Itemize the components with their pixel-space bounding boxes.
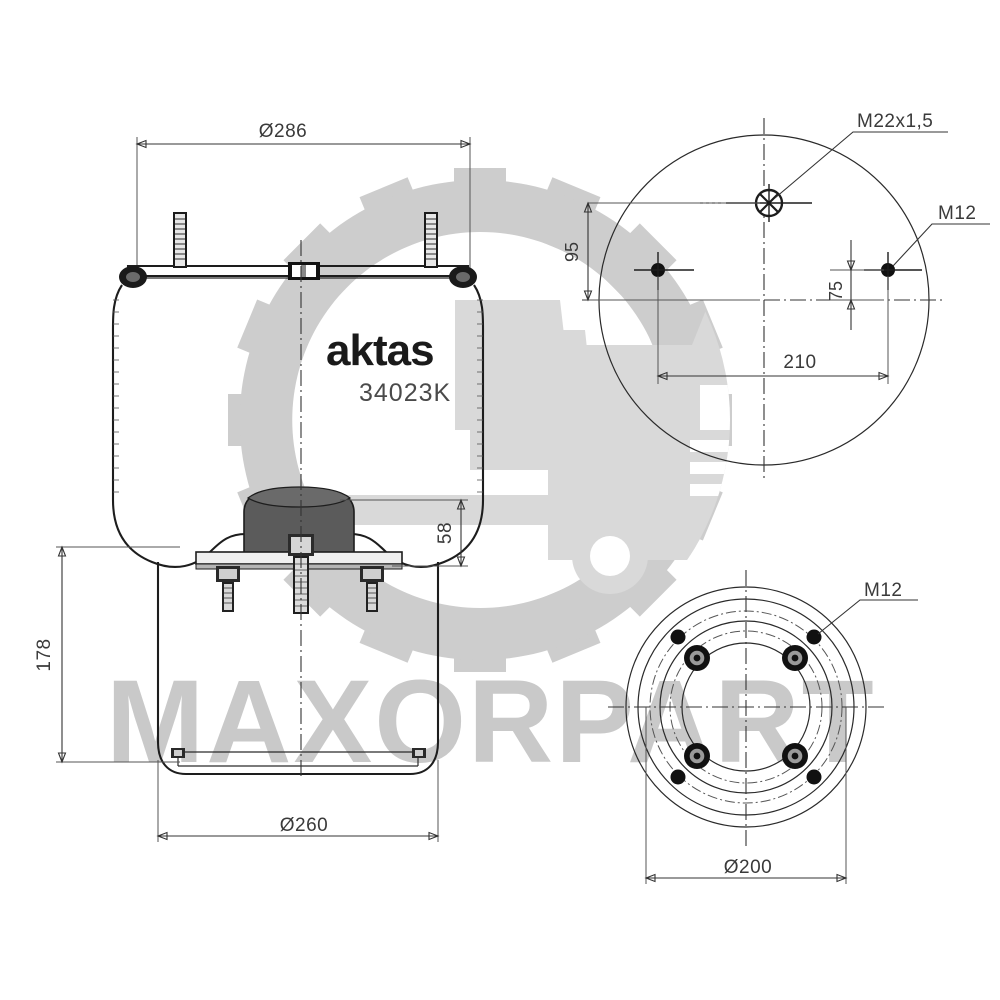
mounting-stud-right-top [864, 252, 922, 290]
front-section-view: Ø286 [34, 121, 485, 842]
bracket-bolt-right [360, 566, 384, 612]
brand-logo: aktas [326, 326, 434, 375]
top-mounting-plate [119, 212, 477, 288]
dim-label-dia286: Ø286 [259, 121, 307, 142]
piston-cylinder [156, 562, 440, 776]
gear-truck-icon [228, 168, 732, 672]
piston-bolt [782, 645, 808, 671]
dim-label-dia200: Ø200 [724, 857, 772, 878]
dim-label-75: 75 [826, 281, 846, 301]
mounting-stud-left-top [634, 252, 694, 290]
mounting-bracket [195, 534, 403, 614]
piston-fixing-bolt-right [412, 748, 426, 758]
mounting-stud-right [424, 212, 438, 268]
air-port-boss [288, 262, 320, 280]
leader-m22 [774, 131, 948, 199]
piston-outer-circle [625, 586, 867, 828]
dim-label-58: 58 [435, 522, 456, 544]
piston-bolt-group [684, 645, 808, 769]
callout-m22: M22x1,5 [857, 111, 933, 132]
dim-stud-offset-vertical [830, 240, 884, 330]
piston-bolt [684, 645, 710, 671]
dim-label-dia260: Ø260 [280, 815, 328, 836]
leader-m12-bottom [817, 599, 918, 635]
dim-label-210: 210 [783, 352, 816, 373]
piston-small-hole [806, 769, 822, 785]
dim-outer-diameter-bottom [156, 760, 440, 842]
piston-fixing-bolt-left [171, 748, 185, 758]
top-plate-view: M22x1,5 M12 95 [562, 111, 990, 482]
dim-outer-diameter-top [135, 137, 472, 272]
piston-small-hole [670, 769, 686, 785]
bottom-piston-view: M12 Ø200 [608, 570, 918, 884]
leader-m12-top [892, 223, 990, 267]
dim-piston-height [56, 545, 180, 764]
dim-port-offset-vertical [583, 201, 760, 302]
piston-small-hole [806, 629, 822, 645]
piston-bolt [684, 743, 710, 769]
piston-small-hole-group [670, 629, 822, 785]
piston-small-hole [670, 629, 686, 645]
mounting-stud-left [173, 212, 187, 268]
dim-bracket-offset [340, 498, 468, 568]
callout-m12-bottom: M12 [864, 580, 902, 601]
dim-stud-spacing [656, 276, 890, 384]
part-number: 34023K [359, 379, 451, 407]
rebound-bumper [243, 486, 355, 557]
dim-label-178: 178 [34, 638, 55, 671]
dim-label-95: 95 [562, 242, 582, 262]
piston-bolt [782, 743, 808, 769]
callout-m12-top: M12 [938, 203, 976, 224]
dim-piston-diameter [644, 707, 848, 884]
bracket-bolt-left [216, 566, 240, 612]
